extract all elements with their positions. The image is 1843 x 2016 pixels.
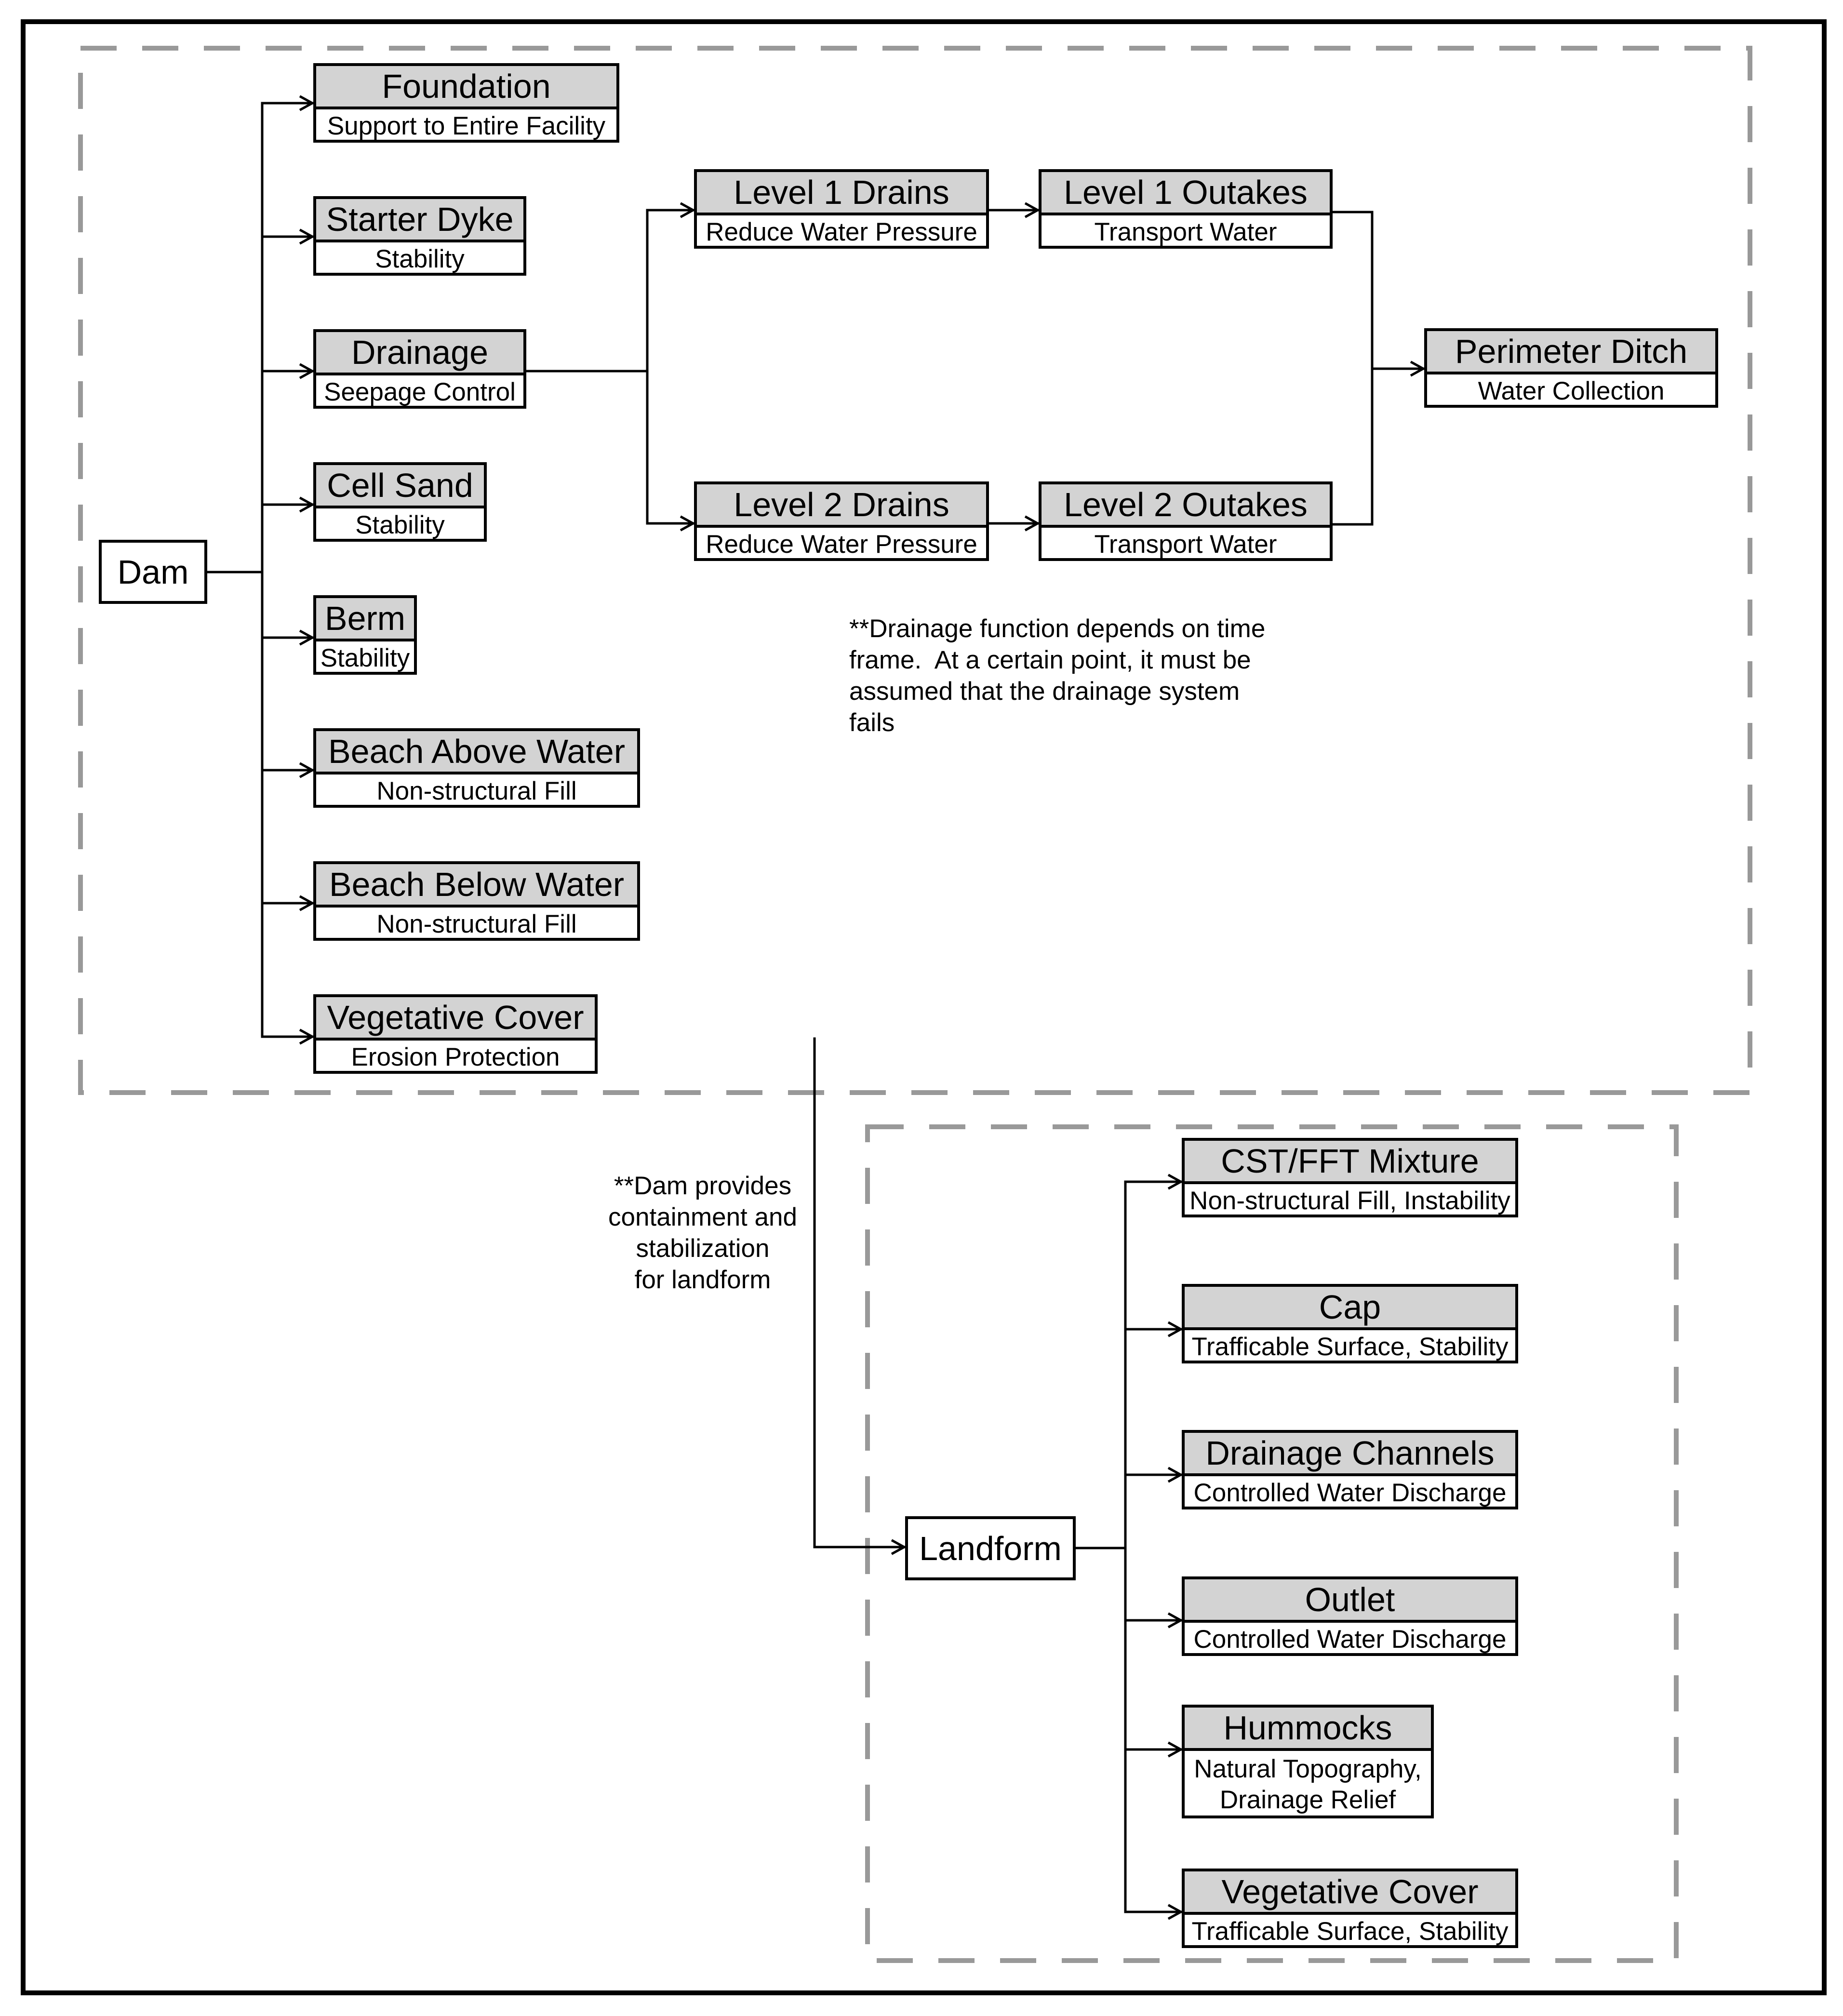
arrowhead: [680, 515, 696, 532]
arrowhead: [299, 629, 315, 646]
arrowhead: [680, 202, 696, 218]
perimeter-ditch-box: Perimeter Ditch Water Collection: [1424, 328, 1718, 408]
component-title: Outlet: [1185, 1579, 1515, 1623]
component-function: Erosion Protection: [351, 1042, 560, 1071]
arrowhead: [1167, 1174, 1184, 1190]
component-function: Non-structural Fill: [376, 776, 577, 805]
component-function: Seepage Control: [324, 377, 516, 406]
cst-fft-mixture-box: CST/FFT Mixture Non-structural Fill, Ins…: [1182, 1138, 1518, 1217]
component-title: Vegetative Cover: [1185, 1871, 1515, 1915]
component-title: Level 2 Drains: [697, 484, 986, 528]
dam-vegetative-cover-box: Vegetative Cover Erosion Protection: [313, 994, 598, 1074]
component-title: Vegetative Cover: [316, 997, 595, 1041]
level1-drains-box: Level 1 Drains Reduce Water Pressure: [694, 169, 989, 249]
component-function: Non-structural Fill: [376, 909, 577, 938]
landform-vegetative-cover-box: Vegetative Cover Trafficable Surface, St…: [1182, 1869, 1518, 1948]
arrowhead: [1167, 1467, 1184, 1483]
component-title: Cell Sand: [316, 465, 484, 508]
drainage-box: Drainage Seepage Control: [313, 329, 526, 409]
component-title: Starter Dyke: [316, 199, 523, 242]
arrowhead: [299, 496, 315, 513]
cap-box: Cap Trafficable Surface, Stability: [1182, 1284, 1518, 1363]
component-function: Non-structural Fill, Instability: [1189, 1186, 1510, 1215]
level1-outakes-box: Level 1 Outakes Transport Water: [1039, 169, 1333, 249]
berm-box: Berm Stability: [313, 595, 417, 675]
component-title: Beach Above Water: [316, 731, 637, 774]
component-function: Controlled Water Discharge: [1193, 1478, 1507, 1507]
component-function: Support to Entire Facility: [327, 111, 606, 140]
component-title: Cap: [1185, 1287, 1515, 1330]
level2-drains-box: Level 2 Drains Reduce Water Pressure: [694, 481, 989, 561]
component-function: Stability: [355, 510, 445, 539]
arrowhead: [1167, 1741, 1184, 1758]
arrowhead: [891, 1539, 907, 1555]
component-function: Controlled Water Discharge: [1193, 1625, 1507, 1654]
component-title: Beach Below Water: [316, 864, 637, 908]
arrowhead: [1167, 1321, 1184, 1337]
beach-above-water-box: Beach Above Water Non-structural Fill: [313, 728, 640, 808]
dam-group-border: [78, 46, 1752, 1095]
cell-sand-box: Cell Sand Stability: [313, 462, 487, 542]
component-title: Berm: [316, 598, 414, 641]
component-function: Stability: [375, 244, 465, 273]
component-title: Drainage: [316, 332, 523, 375]
component-title: Foundation: [316, 66, 616, 109]
arrowhead: [1167, 1904, 1184, 1920]
outer-frame: [21, 19, 1827, 1995]
landform-node: Landform: [905, 1516, 1076, 1580]
component-function: Water Collection: [1478, 376, 1665, 405]
level2-outakes-box: Level 2 Outakes Transport Water: [1039, 481, 1333, 561]
arrowhead: [1410, 360, 1426, 377]
component-function: Reduce Water Pressure: [706, 530, 977, 559]
landform-group-border: [865, 1124, 1679, 1963]
component-title: CST/FFT Mixture: [1185, 1141, 1515, 1184]
hummocks-box: Hummocks Natural Topography, Drainage Re…: [1182, 1705, 1434, 1818]
arrowhead: [299, 95, 315, 111]
component-function: Transport Water: [1094, 217, 1277, 246]
component-title: Perimeter Ditch: [1427, 331, 1715, 374]
component-function: Stability: [320, 643, 410, 672]
component-function: Transport Water: [1094, 530, 1277, 559]
outlet-box: Outlet Controlled Water Discharge: [1182, 1576, 1518, 1656]
arrowhead: [1167, 1612, 1184, 1629]
foundation-box: Foundation Support to Entire Facility: [313, 63, 619, 143]
arrowhead: [299, 228, 315, 245]
drainage-channels-box: Drainage Channels Controlled Water Disch…: [1182, 1430, 1518, 1509]
drainage-note: **Drainage function depends on time fram…: [849, 614, 1266, 737]
component-title: Drainage Channels: [1185, 1433, 1515, 1476]
component-title: Level 1 Outakes: [1042, 172, 1330, 215]
component-function: Trafficable Surface, Stability: [1191, 1332, 1509, 1361]
starter-dyke-box: Starter Dyke Stability: [313, 196, 526, 276]
beach-below-water-box: Beach Below Water Non-structural Fill: [313, 861, 640, 941]
component-function: Trafficable Surface, Stability: [1191, 1917, 1509, 1946]
dam-landform-note: **Dam provides containment and stabiliza…: [608, 1172, 797, 1294]
arrowhead: [1024, 202, 1041, 218]
arrowhead: [1024, 515, 1041, 532]
component-title: Level 2 Outakes: [1042, 484, 1330, 528]
arrowhead: [299, 895, 315, 911]
arrowhead: [299, 762, 315, 778]
component-function: Reduce Water Pressure: [706, 217, 977, 246]
component-function: Natural Topography, Drainage Relief: [1194, 1755, 1422, 1814]
component-title: Hummocks: [1185, 1708, 1431, 1751]
dam-node: Dam: [99, 540, 207, 604]
component-title: Level 1 Drains: [697, 172, 986, 215]
arrowhead: [299, 363, 315, 379]
arrowhead: [299, 1028, 315, 1045]
